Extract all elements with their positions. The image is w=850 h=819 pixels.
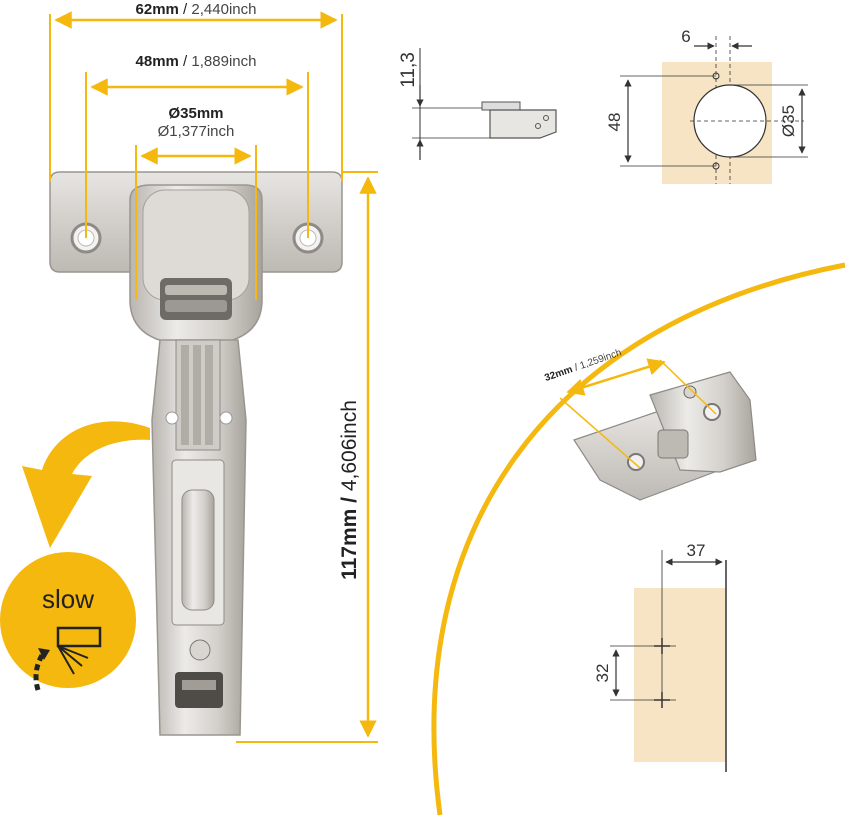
width-mm-label: 62mm — [136, 1, 179, 18]
cup-diameter-mm-label: Ø35mm — [168, 105, 223, 122]
top-cup-label: Ø35 — [779, 105, 798, 137]
dimension-width: 62mm / 2,440inch — [49, 1, 343, 182]
side-view-drawing: 11,3 — [398, 48, 557, 160]
top-view-drawing: 6 48 Ø35 — [605, 27, 808, 184]
dimension-length: 117mm / 4,606inch — [236, 171, 378, 743]
divider-arc — [431, 262, 846, 816]
soft-close-icon — [33, 626, 102, 691]
top-height-label: 48 — [605, 113, 624, 132]
length-inch-label: 4,606inch — [338, 400, 361, 491]
slow-label: slow — [42, 584, 94, 614]
svg-text:62mm / 2,440inch: 62mm / 2,440inch — [136, 1, 257, 18]
soft-close-badge: slow — [0, 421, 150, 691]
cup-diameter-inch-label: Ø1,377inch — [158, 123, 235, 140]
plate-hole-drawing: 37 32 — [593, 541, 727, 772]
plate-length-mm-label: 32mm — [543, 364, 574, 384]
width-inch-label: 2,440inch — [191, 1, 256, 18]
length-mm-label: 117mm — [338, 509, 361, 580]
curved-arrow-icon — [22, 421, 150, 548]
plate-spacing-label: 32 — [593, 664, 612, 683]
hole-spacing-inch-label: 1,889inch — [191, 53, 256, 70]
svg-text:117mm / 4,606inch: 117mm / 4,606inch — [338, 400, 361, 580]
side-height-label: 11,3 — [398, 52, 419, 88]
top-offset-label: 6 — [681, 27, 690, 46]
dimension-cup-diameter: Ø35mm Ø1,377inch — [135, 105, 257, 300]
hinge-illustration — [49, 171, 343, 736]
hole-spacing-mm-label: 48mm — [136, 53, 179, 70]
mounting-plate-illustration — [573, 371, 757, 501]
svg-text:48mm / 1,889inch: 48mm / 1,889inch — [136, 53, 257, 70]
plate-width-label: 37 — [687, 541, 706, 560]
dimension-hole-spacing: 48mm / 1,889inch — [85, 53, 309, 238]
